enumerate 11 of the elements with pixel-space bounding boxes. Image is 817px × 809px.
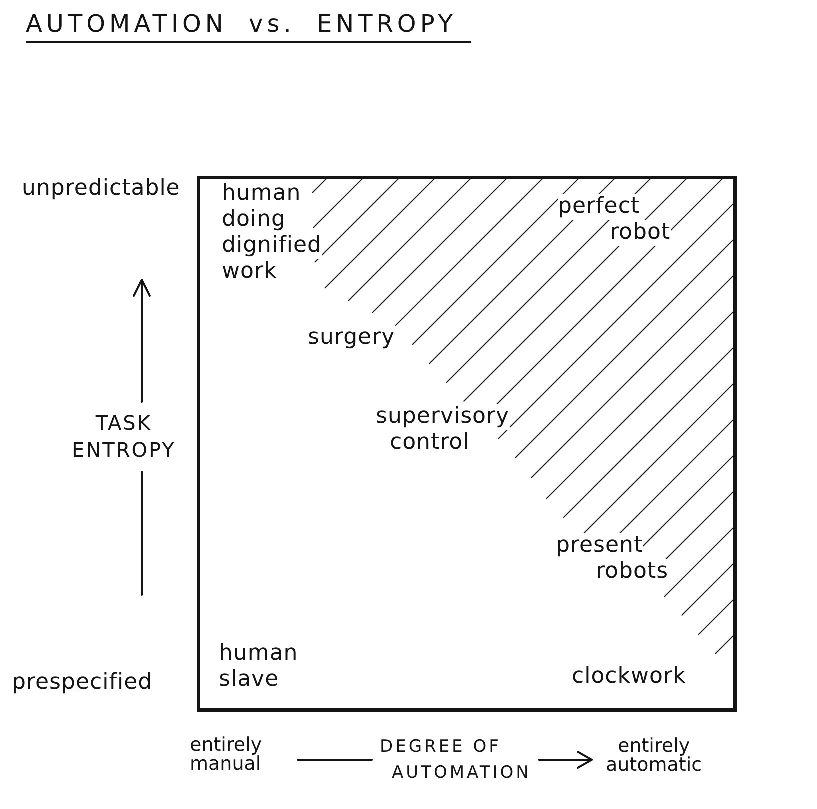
axis-end-label: prespecified [12, 670, 153, 696]
diagram-title: AUTOMATION vs. ENTROPY [26, 10, 471, 43]
region-label: perfect robot [558, 194, 671, 246]
axis-end-label: entirely automatic [606, 737, 702, 775]
region-label: present robots [556, 533, 669, 585]
axis-title: DEGREE OF AUTOMATION [380, 736, 532, 785]
region-label: human doing dignified work [222, 181, 322, 285]
axis-end-label: entirely manual [190, 736, 262, 774]
axis-title: TASK ENTROPY [72, 410, 176, 464]
axis-end-label: unpredictable [22, 176, 180, 202]
plot-frame [197, 176, 737, 712]
